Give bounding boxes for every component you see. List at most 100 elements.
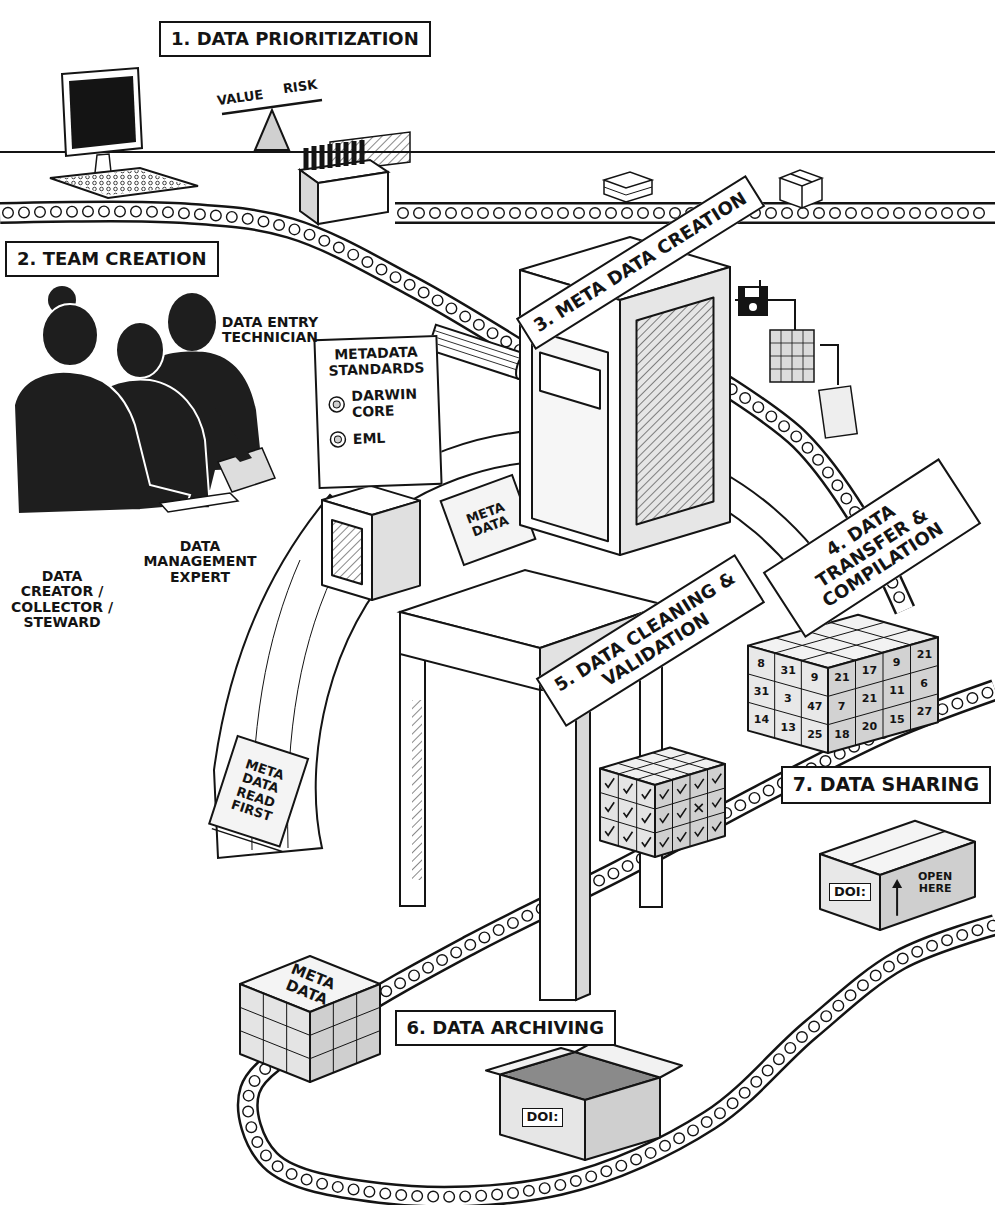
belt-roller — [942, 208, 953, 219]
grid-line — [690, 775, 691, 847]
cell-number: 11 — [889, 685, 904, 697]
grid-line — [655, 812, 725, 833]
belt-roller — [195, 209, 206, 220]
grid-line — [636, 780, 637, 852]
belt-roller — [301, 1174, 312, 1185]
machine-opening — [532, 330, 608, 542]
step-text: 6. DATA ARCHIVING — [407, 1018, 604, 1039]
belt-roller — [660, 1141, 671, 1152]
role-label: DATA ENTRY TECHNICIAN — [218, 315, 323, 346]
grid-line — [774, 653, 775, 738]
belt-roller — [508, 1188, 519, 1199]
paper-roll — [428, 325, 526, 379]
grid-line — [333, 1003, 334, 1073]
cell-number: 47 — [807, 701, 822, 713]
belt-roller — [942, 935, 953, 946]
cell-number: 6 — [920, 678, 928, 690]
belt-parcels — [604, 172, 652, 202]
belt-edge — [248, 690, 995, 1197]
belt-roller — [83, 206, 94, 217]
validated-cube — [600, 748, 725, 858]
belt-roller — [982, 687, 993, 698]
dial-ring — [330, 432, 346, 448]
belt-roller — [798, 208, 809, 219]
belt-roller — [376, 264, 387, 275]
check-mark — [642, 789, 651, 798]
cube-left-face — [240, 984, 310, 1082]
belt-roller — [622, 208, 633, 219]
grid-line — [618, 774, 619, 846]
belt-roller — [524, 1186, 535, 1197]
belt-roller — [574, 208, 585, 219]
cell-number: 9 — [893, 657, 901, 669]
cube-left-face — [748, 646, 828, 753]
belt-roller — [510, 208, 521, 219]
belt-roller — [432, 295, 443, 306]
belt-roller — [364, 1186, 375, 1197]
panel-title: METADATA STANDARDS — [326, 343, 427, 379]
belt-roller — [430, 208, 441, 219]
belt-roller — [479, 932, 490, 943]
archive-box — [486, 1040, 682, 1160]
belt-roller — [870, 970, 881, 981]
machine-arms — [770, 330, 814, 382]
grid-line — [263, 993, 264, 1063]
belt-roller — [841, 493, 852, 504]
belt-roller — [258, 216, 269, 227]
cell-number: 7 — [838, 701, 846, 713]
cube-right-face — [828, 637, 938, 753]
cleaning-gate — [412, 700, 422, 880]
belt-roller — [820, 756, 831, 767]
cube-left-face — [500, 1075, 585, 1161]
option-text: DARWIN CORE — [351, 385, 428, 420]
belt-roller — [19, 207, 30, 218]
computer — [69, 76, 136, 149]
belt-roller — [476, 1190, 487, 1201]
grid-line — [828, 694, 938, 725]
belt-roller — [428, 1191, 439, 1202]
check-mark — [677, 784, 686, 793]
paper-stack — [540, 353, 600, 409]
check-mark — [624, 784, 633, 793]
check-mark — [642, 813, 651, 822]
grid-line — [831, 623, 911, 645]
belt-roller — [99, 206, 110, 217]
belt-roller — [348, 249, 359, 260]
value-risk-scale — [222, 100, 322, 150]
cleaning-gate — [400, 654, 425, 906]
belt-roller — [987, 920, 995, 931]
tape-line — [850, 831, 945, 864]
belt-parcels — [780, 170, 822, 208]
step-text: 4. DATA TRANSFER & COMPILATION — [777, 471, 967, 624]
grid-line — [672, 780, 673, 852]
belt-roller — [465, 940, 476, 951]
dial-core — [333, 401, 340, 408]
belt-roller — [558, 208, 569, 219]
cube-right-face — [880, 842, 975, 930]
belt-roller — [802, 443, 813, 454]
box-label: OPEN HERE — [912, 871, 958, 895]
grid-line — [707, 769, 708, 841]
computer — [62, 68, 142, 156]
belt-roller — [594, 875, 605, 886]
belt-roller — [715, 1108, 726, 1119]
check-mark — [695, 779, 704, 788]
step-label: 7. DATA SHARING — [781, 766, 991, 804]
belt-roller — [766, 411, 777, 422]
belt-roller — [460, 311, 471, 322]
grid-line — [286, 1003, 287, 1073]
computer — [95, 154, 111, 173]
dial-knob — [327, 395, 346, 414]
cross-mark — [695, 804, 703, 812]
cube-label: META DATA — [275, 957, 345, 1011]
cell-number: 31 — [754, 686, 769, 698]
belt-roller — [616, 1160, 627, 1171]
check-mark — [624, 832, 633, 841]
belt-roller — [601, 1166, 612, 1177]
cell-number: 15 — [889, 714, 904, 726]
cell-number: 21 — [917, 649, 932, 661]
belt-roller — [179, 208, 190, 219]
team-silhouettes — [116, 322, 164, 378]
step-label: 1. DATA PRIORITIZATION — [159, 21, 431, 58]
team-silhouettes — [168, 293, 216, 351]
